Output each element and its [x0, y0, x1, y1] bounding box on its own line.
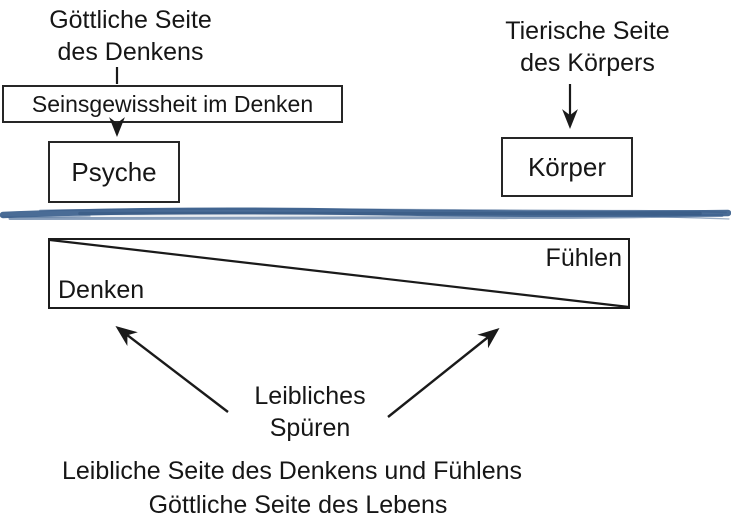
goettliche-seite-des-denkens-label: Göttliche Seite des Denkens — [49, 6, 212, 66]
denken-label: Denken — [58, 276, 145, 304]
seinsgewissheit-box: Seinsgewissheit im Denken — [2, 85, 343, 123]
blue-brush-divider — [0, 207, 731, 221]
goettliche-seite-des-lebens-caption: Göttliche Seite des Lebens — [148, 491, 448, 519]
leibliches-spueren-label: Leibliches Spüren — [254, 382, 366, 442]
denken-fuehlen-rect: Fühlen Denken — [48, 238, 630, 309]
seinsgewissheit-box-label: Seinsgewissheit im Denken — [31, 90, 314, 117]
psyche-box: Psyche — [48, 141, 180, 203]
koerper-box: Körper — [501, 137, 633, 197]
tierische-seite-des-koerpers-label: Tierische Seite des Körpers — [505, 17, 670, 77]
fuehlen-label: Fühlen — [545, 244, 622, 272]
psyche-box-label: Psyche — [71, 156, 157, 187]
leibliche-seite-caption: Leibliche Seite des Denkens und Fühlens — [61, 457, 523, 485]
koerper-box-label: Körper — [527, 151, 607, 182]
